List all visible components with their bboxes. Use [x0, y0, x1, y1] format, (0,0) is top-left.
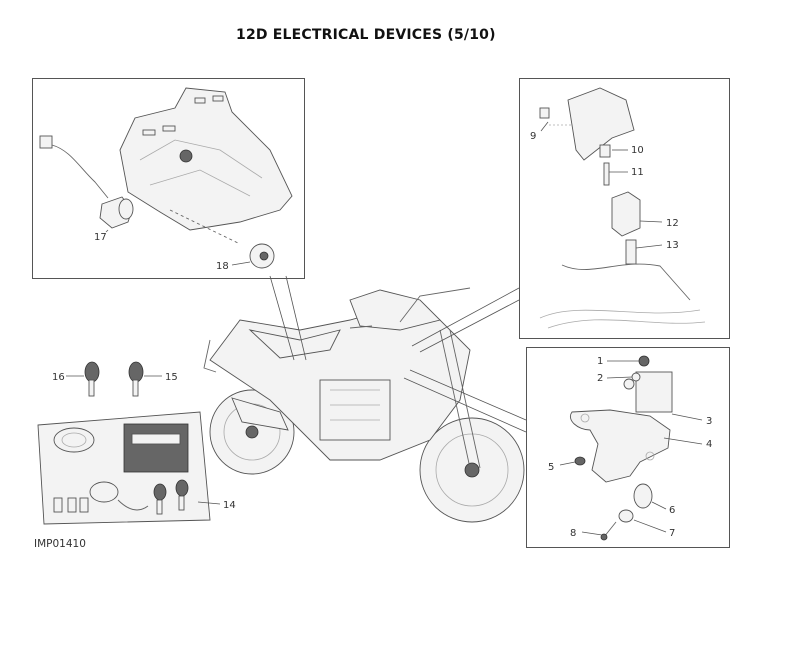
callout-10: 10	[631, 145, 644, 156]
callout-2: 2	[597, 373, 603, 384]
callout-8: 8	[570, 528, 576, 539]
horn-wire-drawing	[39, 135, 134, 229]
leader-8	[581, 531, 603, 536]
callout-9: 9	[530, 131, 536, 142]
callout-15: 15	[165, 372, 178, 383]
leader-6	[651, 501, 667, 510]
figure-code: IMP01410	[34, 538, 86, 550]
callout-16: 16	[52, 372, 65, 383]
panel-c-connector	[409, 369, 527, 421]
leader-7	[633, 519, 667, 533]
panel-a-connector-2	[285, 275, 307, 361]
motorcycle-drawing	[203, 287, 525, 523]
callout-7: 7	[669, 528, 675, 539]
callout-3: 3	[706, 416, 712, 427]
leader-14	[197, 501, 221, 505]
callout-11: 11	[631, 167, 644, 178]
leader-18	[231, 261, 251, 266]
callout-18: 18	[216, 261, 229, 272]
callout-12: 12	[666, 218, 679, 229]
callout-4: 4	[706, 439, 712, 450]
callout-1: 1	[597, 356, 603, 367]
fairing-bracket-drawing	[119, 87, 293, 245]
lock-kit-drawing	[37, 411, 211, 525]
panel-b-connector-2	[419, 299, 520, 353]
leader-5	[559, 461, 576, 466]
leader-17	[105, 229, 109, 233]
callout-6: 6	[669, 505, 675, 516]
key-16-drawing	[84, 361, 100, 397]
callout-5: 5	[548, 462, 554, 473]
panel-a-connector	[269, 275, 295, 361]
leader-3	[671, 413, 703, 421]
key-15-drawing	[128, 361, 144, 397]
panel-c-connector-2	[403, 377, 527, 433]
leader-9	[540, 121, 549, 132]
leader-13	[635, 244, 663, 249]
bracket-assembly-drawing	[570, 355, 673, 541]
page-title: 12D ELECTRICAL DEVICES (5/10)	[236, 27, 496, 43]
leader-12	[639, 220, 663, 223]
sensor-assembly-drawing	[539, 87, 706, 329]
horn-drawing	[249, 243, 275, 269]
callout-14: 14	[223, 500, 236, 511]
panel-b-connector	[411, 287, 520, 347]
leader-2	[606, 376, 633, 379]
leader-4	[663, 437, 703, 445]
callout-13: 13	[666, 240, 679, 251]
callout-17: 17	[94, 232, 107, 243]
